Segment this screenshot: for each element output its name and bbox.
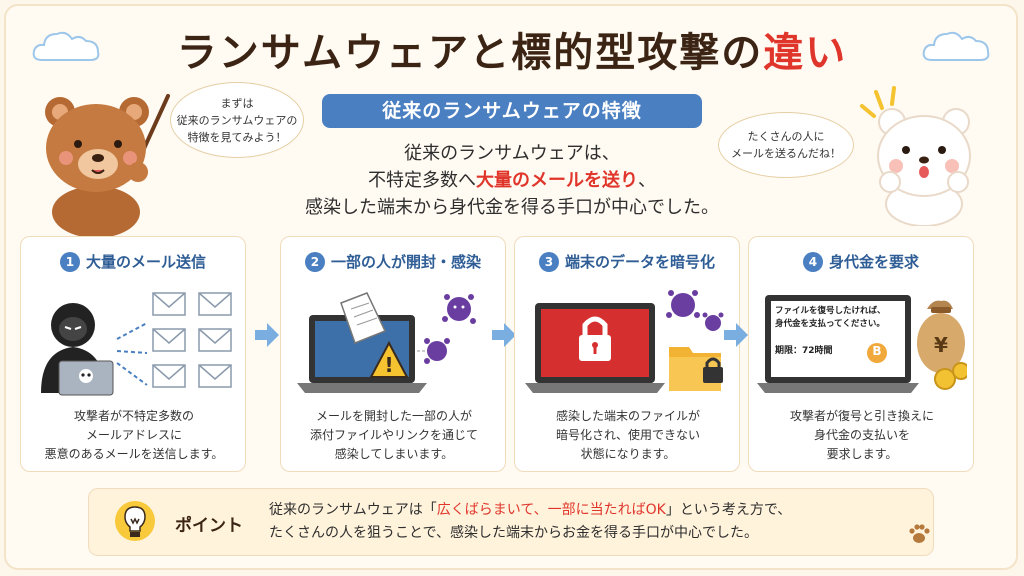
- point-text: 従来のランサムウェアは「広くばらまいて、一部に当たればOK」という考え方で、 た…: [269, 499, 791, 545]
- point-line: 従来のランサムウェアは「広くばらまいて、一部に当たればOK」という考え方で、: [269, 499, 791, 522]
- step-title-text: 身代金を要求: [828, 253, 919, 271]
- white-bear-icon: [860, 86, 971, 226]
- point-label: ポイント: [175, 516, 243, 536]
- step-number: 4: [802, 252, 823, 272]
- step-desc-line: 身代金の支払いを: [813, 428, 910, 442]
- encrypted-laptop-icon: [525, 290, 724, 393]
- yen-symbol: ¥: [934, 333, 948, 357]
- intro-text-part: 不特定多数へ: [368, 170, 476, 191]
- step-number: 3: [538, 252, 559, 272]
- step-description: 攻撃者が復号と引き換えに身代金の支払いを要求します。: [755, 407, 969, 464]
- laptop-moneybag-icon: [757, 295, 967, 393]
- step-desc-line: 要求します。: [826, 447, 898, 461]
- paw-icon: [909, 524, 930, 543]
- point-box: ポイント 従来のランサムウェアは「広くばらまいて、一部に当たればOK」という考え…: [88, 488, 934, 556]
- title-main: ランサムウェアと標的型攻撃の: [176, 30, 764, 76]
- bubble-left-line: 特徴を見てみよう！: [187, 130, 287, 144]
- arrow-right-icon: [255, 323, 279, 347]
- section-subtitle: 従来のランサムウェアの特徴: [322, 94, 702, 128]
- step-desc-line: 感染した端末のファイルが: [555, 409, 700, 423]
- ransom-deadline: 期限：72時間: [775, 346, 833, 356]
- point-text-part: 」という考え方で、: [665, 502, 792, 518]
- step-desc-line: 暗号化され、使用できない: [555, 428, 701, 442]
- ransom-note-line: 身代金を支払ってください。: [775, 319, 885, 329]
- intro-line: 従来のランサムウェアは、: [404, 143, 620, 164]
- step-title: 3 端末のデータを暗号化: [515, 251, 739, 272]
- step-desc-line: メールアドレスに: [85, 428, 182, 442]
- step-description: 攻撃者が不特定多数のメールアドレスに悪意のあるメールを送信します。: [27, 407, 241, 464]
- step-description: メールを開封した一部の人が添付ファイルやリンクを通じて感染してしまいます。: [287, 407, 501, 464]
- step-title: 2 一部の人が開封・感染: [281, 251, 505, 272]
- lightbulb-icon: [115, 501, 155, 541]
- ransom-note: ファイルを復号したければ、 身代金を支払ってください。 期限：72時間: [775, 305, 903, 358]
- step-desc-line: 状態になります。: [580, 447, 676, 461]
- svg-text:!: !: [384, 353, 393, 377]
- step-number: 1: [59, 252, 80, 272]
- intro-line: 不特定多数へ大量のメールを送り、: [250, 167, 774, 194]
- step-desc-line: メールを開封した一部の人が: [315, 409, 472, 423]
- intro-text: 従来のランサムウェアは、 不特定多数へ大量のメールを送り、 感染した端末から身代…: [250, 140, 774, 221]
- point-line: たくさんの人を狙うことで、感染した端末からお金を得る手口が中心でした。: [269, 525, 759, 541]
- step-title: 1 大量のメール送信: [21, 251, 245, 272]
- bubble-left-line: 従来のランサムウェアの: [176, 113, 298, 127]
- step-desc-line: 感染してしまいます。: [334, 447, 454, 461]
- intro-line: 感染した端末から身代金を得る手口が中心でした。: [305, 197, 719, 218]
- step-number: 2: [304, 252, 325, 272]
- step-card-2: 2 一部の人が開封・感染 ! メールを開封した一部の人が添付ファイルやリンクを通じ…: [280, 236, 506, 472]
- step-desc-line: 添付ファイルやリンクを通じて: [309, 428, 478, 442]
- cloud-right-icon: [922, 31, 990, 61]
- speech-bubble-right: たくさんの人にメールを送るんだね！: [718, 112, 854, 178]
- point-text-part: 従来のランサムウェアは「: [269, 502, 437, 518]
- intro-text-part: 、: [638, 170, 656, 191]
- step-card-1: 1 大量のメール送信 攻撃者が不特定多数のメールアドレスに悪意のあるメールを送信し…: [20, 236, 246, 472]
- hacker-sending-mail-icon: [41, 292, 232, 396]
- ransom-note-line: ファイルを復号したければ、: [775, 306, 886, 316]
- step-desc-line: 悪意のあるメールを送信します。: [44, 447, 224, 461]
- bitcoin-icon: B: [872, 344, 882, 358]
- step-card-4: 4 身代金を要求 ファイルを復号したければ、 身代金を支払ってください。 期限：7…: [748, 236, 974, 472]
- bear-teacher-icon: [45, 94, 170, 236]
- step-desc-line: 攻撃者が不特定多数の: [73, 409, 194, 423]
- bubble-left-line: まずは: [220, 96, 254, 110]
- speech-bubble-left: まずは従来のランサムウェアの特徴を見てみよう！: [170, 82, 304, 158]
- step-card-3: 3 端末のデータを暗号化 感染した端末のファイルが暗号化され、使用できない状態にな…: [514, 236, 740, 472]
- arrow-right-icon: [492, 323, 516, 347]
- arrow-right-icon: [724, 323, 748, 347]
- step-desc-line: 攻撃者が復号と引き換えに: [789, 409, 934, 423]
- step-title-text: 端末のデータを暗号化: [564, 253, 715, 271]
- step-description: 感染した端末のファイルが暗号化され、使用できない状態になります。: [521, 407, 735, 464]
- infected-laptop-icon: !: [297, 292, 476, 393]
- cloud-left-icon: [32, 31, 100, 61]
- page-title: ランサムウェアと標的型攻撃の違い: [0, 20, 1024, 78]
- step-title: 4 身代金を要求: [749, 251, 973, 272]
- step-title-text: 大量のメール送信: [85, 253, 206, 271]
- bubble-right-line: たくさんの人に: [747, 130, 825, 143]
- step-title-text: 一部の人が開封・感染: [330, 253, 481, 271]
- title-accent: 違い: [763, 30, 848, 76]
- intro-highlight: 大量のメールを送り: [476, 170, 638, 191]
- point-highlight: 広くばらまいて、一部に当たればOK: [436, 502, 666, 518]
- bubble-right-line: メールを送るんだね！: [731, 147, 841, 160]
- ransom-demand-art: ファイルを復号したければ、 身代金を支払ってください。 期限：72時間 B ¥: [757, 281, 967, 401]
